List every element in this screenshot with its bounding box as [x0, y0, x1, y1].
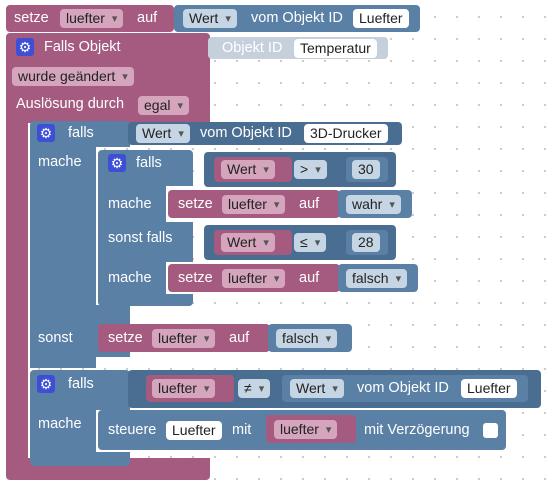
property-dropdown[interactable]: Wert — [136, 124, 190, 143]
variable-dropdown[interactable]: luefter — [152, 329, 216, 348]
delay-checkbox[interactable] — [483, 423, 498, 438]
falls-label: falls — [68, 125, 94, 141]
number-field[interactable]: 30 — [352, 160, 380, 179]
object-id-field[interactable]: 3D-Drucker — [304, 124, 388, 143]
ausloesung-dropdown[interactable]: egal — [138, 96, 189, 115]
gear-icon[interactable]: ⚙ — [37, 375, 55, 393]
if-block-3-bottom — [30, 452, 130, 466]
setze-label: setze — [14, 10, 49, 26]
auf-label: auf — [299, 270, 320, 286]
setze-label: setze — [108, 330, 143, 346]
steuere-label: steuere — [108, 422, 157, 438]
setze-label: setze — [178, 270, 213, 286]
mache-label: mache — [108, 270, 152, 286]
variable-dropdown[interactable]: luefter — [222, 195, 286, 214]
if-block-2-row2 — [98, 222, 193, 262]
object-id-field[interactable]: Luefter — [353, 9, 409, 28]
sonst-label: sonst — [38, 330, 73, 346]
trigger-object-field[interactable]: Temperatur — [294, 39, 377, 58]
if-block-3-spine — [30, 408, 96, 456]
auf-label: auf — [137, 10, 158, 26]
falls-objekt-label: Falls Objekt — [44, 39, 121, 55]
operator-dropdown[interactable]: ≤ — [294, 233, 327, 252]
if-block-2-bottom — [98, 294, 193, 306]
falls-label: falls — [136, 155, 162, 171]
property-dropdown[interactable]: Wert — [221, 233, 275, 252]
auf-label: auf — [299, 196, 320, 212]
property-dropdown[interactable]: Wert — [290, 379, 344, 398]
operator-dropdown[interactable]: ≠ — [238, 379, 271, 398]
mache-label: mache — [108, 196, 152, 212]
delay-label: mit Verzögerung — [364, 422, 470, 438]
variable-dropdown[interactable]: luefter — [222, 269, 286, 288]
number-field[interactable]: 28 — [352, 233, 380, 252]
falls-label: falls — [68, 376, 94, 392]
property-dropdown[interactable]: Wert — [183, 9, 237, 28]
variable-dropdown[interactable]: luefter — [152, 379, 216, 398]
objekt-id-label: Objekt ID — [222, 40, 283, 56]
mache-label: mache — [38, 416, 82, 432]
gear-icon[interactable]: ⚙ — [108, 154, 126, 172]
ausloesung-label: Auslösung durch — [16, 96, 125, 112]
trigger-block-spine — [6, 120, 28, 472]
target-object-field[interactable]: Luefter — [166, 421, 222, 440]
boolean-dropdown[interactable]: wahr — [346, 195, 401, 214]
mit-label: mit — [232, 422, 252, 438]
vom-objekt-label: vom Objekt ID — [251, 10, 343, 26]
property-dropdown[interactable]: Wert — [221, 160, 275, 179]
boolean-dropdown[interactable]: falsch — [346, 269, 408, 288]
gear-icon[interactable]: ⚙ — [16, 38, 34, 56]
variable-dropdown[interactable]: luefter — [60, 9, 124, 28]
gear-icon[interactable]: ⚙ — [37, 124, 55, 142]
vom-objekt-label: vom Objekt ID — [200, 125, 292, 141]
object-id-field[interactable]: Luefter — [461, 379, 517, 398]
variable-dropdown[interactable]: luefter — [274, 420, 338, 439]
operator-dropdown[interactable]: > — [294, 160, 327, 179]
sonst-falls-label: sonst falls — [108, 230, 173, 246]
vom-objekt-label: vom Objekt ID — [357, 380, 449, 396]
auf-label: auf — [229, 330, 250, 346]
condition-dropdown[interactable]: wurde geändert — [12, 67, 134, 86]
mache-label: mache — [38, 154, 82, 170]
setze-label: setze — [178, 196, 213, 212]
boolean-dropdown[interactable]: falsch — [276, 329, 338, 348]
